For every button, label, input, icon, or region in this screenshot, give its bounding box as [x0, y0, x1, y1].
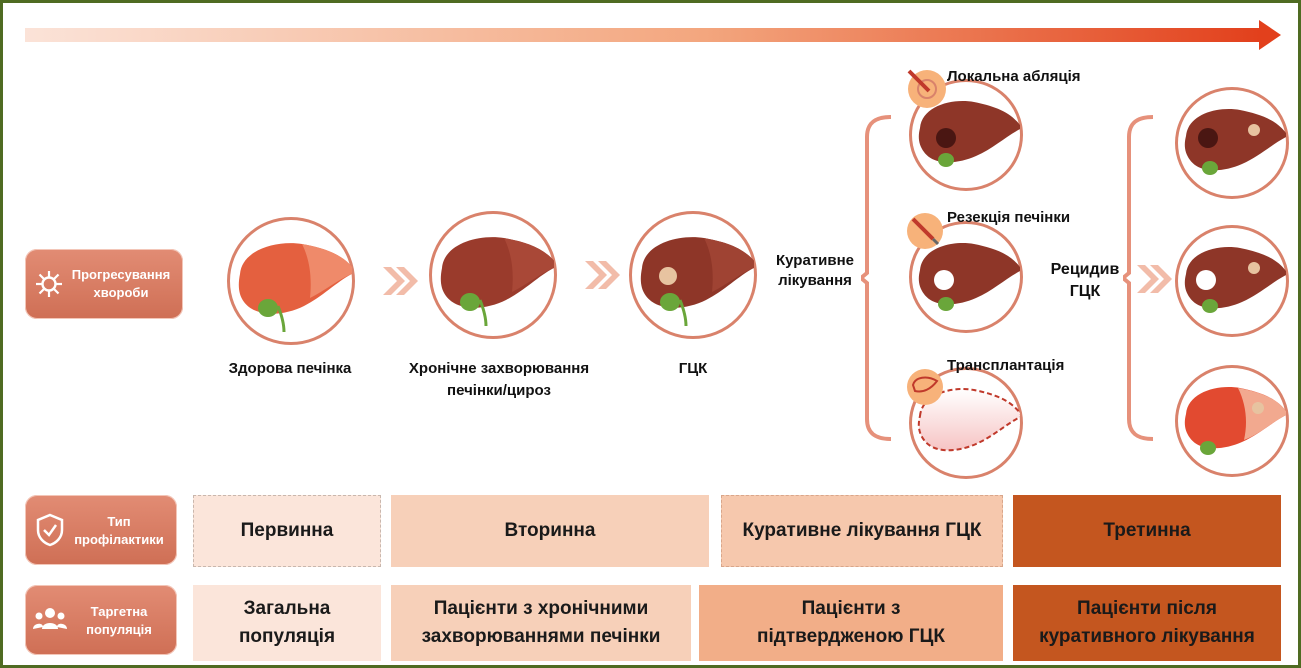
population-general: Загальна популяція	[193, 585, 381, 661]
people-icon	[33, 605, 67, 633]
target-population-label-box: Таргетна популяція	[25, 585, 177, 655]
liver-chronic-circle	[429, 211, 557, 339]
treatment-ablation-label: Локальна абляція	[947, 66, 1117, 88]
stage-chronic-label: Хронічне захворювання печінки/цироз	[385, 358, 613, 402]
target-population-label: Таргетна популяція	[65, 603, 173, 638]
recurrence-liver-1-circle	[1175, 87, 1289, 199]
stage-healthy-label: Здорова печінка	[225, 358, 355, 380]
progression-label: Прогресування хвороби	[63, 266, 179, 301]
liver-outline-icon	[905, 367, 945, 407]
prevention-tertiary: Третинна	[1013, 495, 1281, 567]
prevention-type-label: Тип профілактики	[65, 513, 173, 548]
shield-check-icon	[35, 513, 65, 547]
chevron-right-icon	[1137, 265, 1173, 293]
treatment-transplant-label: Трансплантація	[947, 355, 1117, 377]
population-chronic: Пацієнти з хронічними захворюваннями печ…	[391, 585, 691, 661]
chevron-right-icon	[585, 261, 621, 289]
recurrence-after-transplant-liver-icon	[1178, 368, 1286, 474]
cirrhotic-liver-icon	[432, 214, 554, 336]
recurrence-liver-3-circle	[1175, 365, 1289, 477]
prevention-curative: Куративне лікування ГЦК	[721, 495, 1003, 567]
prevention-primary: Первинна	[193, 495, 381, 567]
needle-icon	[905, 65, 949, 109]
liver-hcc-circle	[629, 211, 757, 339]
chevron-right-icon	[383, 267, 419, 295]
stage-hcc-label: ГЦК	[663, 358, 723, 380]
scalpel-icon	[905, 209, 945, 249]
treatment-bracket	[861, 113, 895, 443]
progression-arrow	[25, 19, 1283, 59]
population-confirmed-hcc: Пацієнти з підтвердженою ГЦК	[699, 585, 1003, 661]
prevention-secondary: Вторинна	[391, 495, 709, 567]
population-post-curative: Пацієнти після куративного лікування	[1013, 585, 1281, 661]
recurrence-liver-2-circle	[1175, 225, 1289, 337]
progression-label-box: Прогресування хвороби	[25, 249, 183, 319]
recurrence-after-ablation-liver-icon	[1178, 90, 1286, 196]
virus-icon	[34, 269, 64, 299]
hcc-liver-icon	[632, 214, 754, 336]
liver-healthy-circle	[227, 217, 355, 345]
stage-curative-label: Куративне лікування	[765, 251, 865, 292]
recurrence-label: Рецидив ГЦК	[1037, 259, 1133, 304]
healthy-liver-icon	[230, 220, 352, 342]
prevention-type-label-box: Тип профілактики	[25, 495, 177, 565]
treatment-resection-label: Резекція печінки	[947, 207, 1117, 229]
recurrence-after-resection-liver-icon	[1178, 228, 1286, 334]
